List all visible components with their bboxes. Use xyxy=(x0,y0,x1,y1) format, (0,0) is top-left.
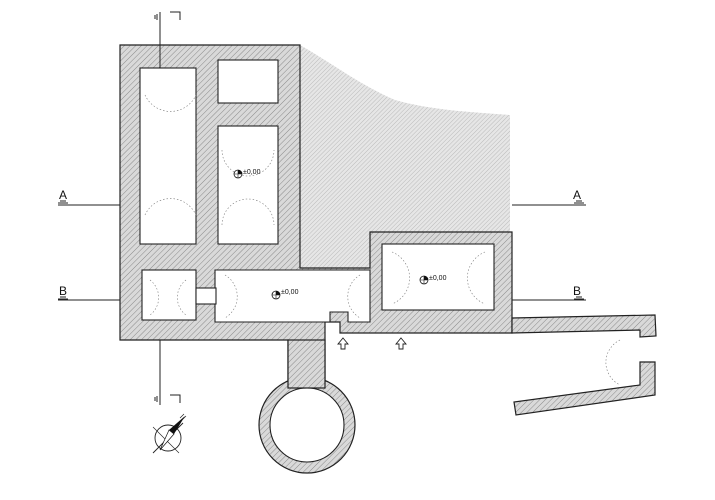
room-upper xyxy=(217,125,279,245)
level-marker-east: ±0,00 xyxy=(419,275,447,285)
room-east xyxy=(381,243,495,311)
tower-inner xyxy=(269,387,345,463)
section-line-vertical xyxy=(154,11,181,405)
section-a-label-right: A xyxy=(573,188,581,202)
level-marker-corridor: ±0,00 xyxy=(271,289,299,300)
up-arrow-icon xyxy=(337,337,407,350)
east-annex-wall-upper xyxy=(511,314,657,338)
room-corridor xyxy=(214,269,371,323)
level-east-label: ±0,00 xyxy=(429,275,447,282)
section-line-b: B B xyxy=(58,284,586,301)
rubble-fill xyxy=(300,45,510,268)
east-annex-wall-lower xyxy=(513,361,656,416)
level-marker-upper: ±0,00 xyxy=(233,169,261,179)
north-arrow-icon xyxy=(152,413,187,454)
level-upper-label: ±0,00 xyxy=(243,169,261,176)
room-west-long xyxy=(139,67,197,245)
doorway-southwest xyxy=(195,287,217,305)
level-corridor-label: ±0,00 xyxy=(281,289,299,296)
vault-arcs xyxy=(144,94,621,386)
section-b-label-left: B xyxy=(59,284,67,298)
room-southwest xyxy=(141,269,197,321)
tower-neck xyxy=(287,339,326,389)
room-small-north xyxy=(217,59,279,104)
section-b-label-right: B xyxy=(573,284,581,298)
section-line-a: A A xyxy=(58,188,586,206)
section-a-label-left: A xyxy=(59,188,67,202)
